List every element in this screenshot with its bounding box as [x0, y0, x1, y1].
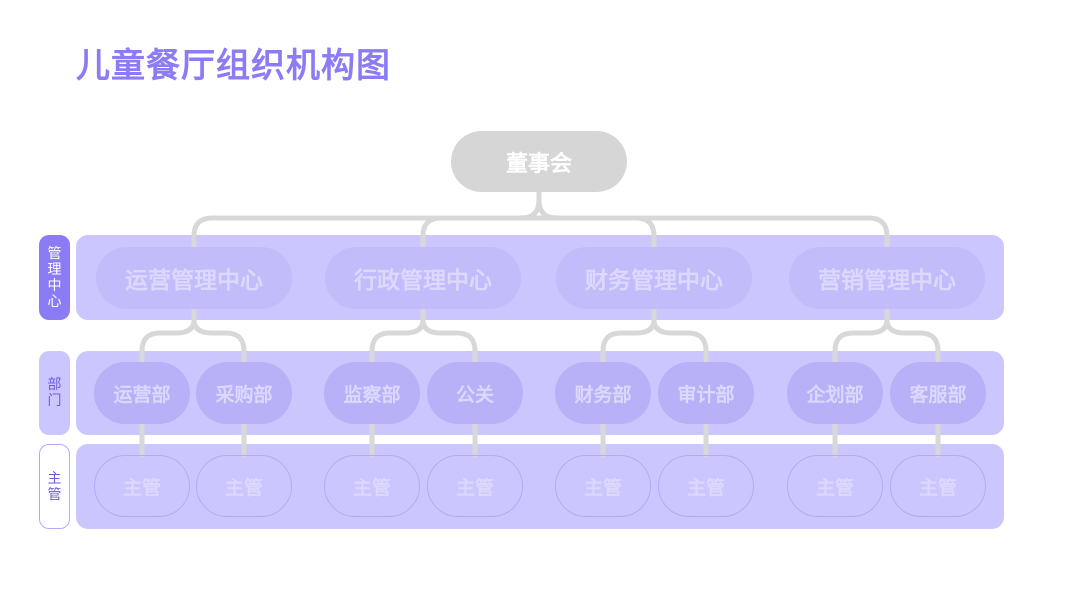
supervisor-node: 主管 [555, 455, 651, 517]
supervisor-node: 主管 [427, 455, 523, 517]
board-of-directors-node: 董事会 [451, 131, 627, 192]
supervisor-node: 主管 [787, 455, 883, 517]
department-node-public-relations: 公关 [427, 362, 523, 424]
connector-center-1-to-departments [139, 306, 247, 365]
center-node-operations: 运营管理中心 [96, 247, 292, 309]
department-node-finance: 财务部 [555, 362, 651, 424]
connector-root-trunk [520, 189, 558, 221]
center-node-marketing: 营销管理中心 [789, 247, 985, 309]
supervisor-node: 主管 [196, 455, 292, 517]
connector-root-to-center-3 [554, 215, 657, 250]
connector-root-to-center-4 [554, 215, 890, 250]
connector-root-to-center-2 [420, 215, 524, 250]
connector-center-3-to-departments [600, 306, 709, 365]
side-label-department: 部 门 [39, 351, 70, 435]
supervisor-node: 主管 [658, 455, 754, 517]
page-title: 儿童餐厅组织机构图 [76, 46, 391, 86]
center-node-administration: 行政管理中心 [325, 247, 521, 309]
supervisor-node: 主管 [890, 455, 986, 517]
connector-center-2-to-departments [369, 306, 478, 365]
supervisor-node: 主管 [324, 455, 420, 517]
department-node-customer-service: 客服部 [890, 362, 986, 424]
department-node-audit: 审计部 [658, 362, 754, 424]
side-label-supervisor: 主 管 [39, 444, 70, 529]
supervisor-band [76, 444, 1004, 529]
side-label-management-center: 管 理 中 心 [39, 235, 70, 320]
connector-root-to-center-1 [191, 215, 524, 250]
department-node-purchasing: 采购部 [196, 362, 292, 424]
department-node-operations: 运营部 [94, 362, 190, 424]
department-node-planning: 企划部 [787, 362, 883, 424]
center-node-finance: 财务管理中心 [556, 247, 752, 309]
connector-dept-to-supervisor [139, 421, 941, 458]
connector-center-4-to-departments [832, 306, 941, 365]
department-node-supervision: 监察部 [324, 362, 420, 424]
supervisor-node: 主管 [94, 455, 190, 517]
